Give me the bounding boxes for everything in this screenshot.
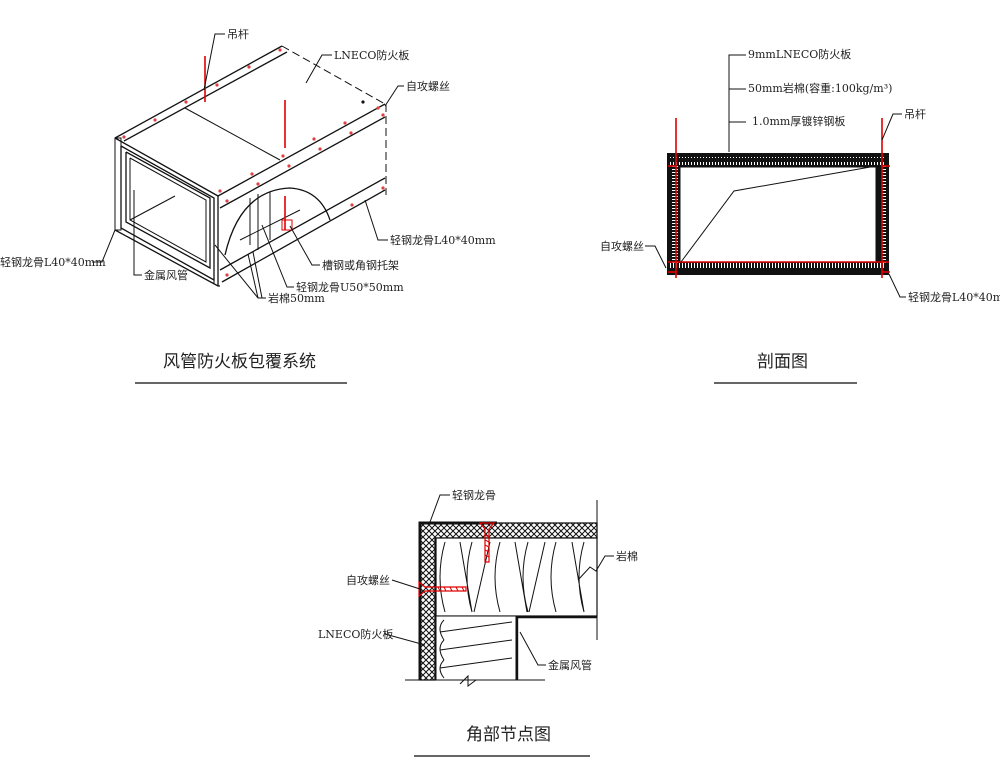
leader-keel-u	[261, 224, 294, 288]
bottom-keel-edge-1	[219, 177, 386, 271]
section-left-wool	[670, 165, 678, 263]
corner-drawing: 轻钢龙骨 自攻螺丝 岩棉 LNECO防火板 金属风管 角部节点图	[318, 488, 638, 757]
label-keel-right: 轻钢龙骨L40*40mm	[390, 233, 496, 247]
leader-rockwool-3	[252, 251, 263, 299]
label-corner-screw: 自攻螺丝	[346, 573, 390, 587]
label-keel-u: 轻钢龙骨U50*50mm	[296, 280, 404, 294]
title-section: 剖面图	[757, 352, 808, 372]
leader-bracket	[289, 225, 320, 266]
leader-hanger-rod	[203, 33, 225, 91]
leader-keel-right	[364, 199, 388, 241]
section-top-wool	[670, 157, 886, 165]
top-right-edge-2	[219, 116, 386, 209]
corner-lower-wool	[435, 615, 517, 681]
label-layer1: 9mmLNECO防火板	[748, 47, 851, 61]
screw-dots	[122, 48, 385, 277]
leader-section-keel	[888, 273, 906, 298]
leader-keel-left	[92, 229, 116, 263]
bracket-line	[239, 209, 301, 241]
top-far-edge-dashed	[281, 45, 386, 105]
label-rock-wool: 岩棉50mm	[268, 291, 325, 305]
label-corner-board: LNECO防火板	[318, 627, 393, 641]
label-section-hanger: 吊杆	[904, 107, 926, 121]
front-frame-left	[114, 137, 122, 231]
label-screw: 自攻螺丝	[406, 79, 450, 93]
rock-wool-waves	[439, 541, 585, 613]
top-panel-joint	[184, 107, 281, 161]
bottom-keel-edge-2	[221, 189, 386, 283]
corner-break-mark	[459, 674, 477, 687]
title-corner: 角部节点图	[466, 725, 551, 745]
duct-opening-inner	[129, 157, 207, 263]
duct-opening-outer	[125, 151, 211, 270]
section-bottom-wool	[670, 263, 886, 271]
label-section-keel: 轻钢龙骨L40*40mm	[908, 290, 1000, 304]
leader-corner-keel	[429, 494, 450, 523]
isometric-drawing: 吊杆 LNECO防火板 自攻螺丝 轻钢龙骨L40*40mm 轻钢龙骨L40*40…	[0, 27, 496, 384]
leader-fire-board	[305, 54, 332, 84]
label-section-screw: 自攻螺丝	[600, 239, 644, 253]
label-layer2: 50mm岩棉(容重:100kg/m³)	[748, 81, 892, 95]
section-diagonal	[680, 165, 877, 263]
top-right-edge	[217, 103, 386, 197]
leader-section-hanger	[881, 113, 902, 141]
corner-metal-duct	[515, 615, 597, 680]
section-duct-interior	[679, 166, 877, 263]
leader-screw	[384, 85, 404, 107]
label-metal-duct: 金属风管	[144, 268, 188, 282]
duct-floor-line	[129, 195, 176, 221]
label-corner-keel: 轻钢龙骨	[452, 488, 496, 502]
screw-icon-top	[478, 522, 496, 563]
title-isometric: 风管防火板包覆系统	[163, 352, 316, 372]
leader-corner-wool	[577, 555, 614, 581]
label-keel-left: 轻钢龙骨L40*40mm	[0, 255, 106, 269]
section-drawing: 9mmLNECO防火板 50mm岩棉(容重:100kg/m³) 1.0mm厚镀锌…	[600, 47, 1000, 384]
screw-icon-left	[418, 580, 467, 598]
label-corner-wool: 岩棉	[616, 549, 638, 563]
top-back-edge-front	[114, 45, 283, 139]
leader-corner-duct	[519, 631, 546, 666]
lower-wool-waves	[439, 619, 513, 679]
cutaway-arch	[224, 187, 331, 256]
bracket-red-box	[281, 219, 293, 231]
label-fire-board: LNECO防火板	[334, 48, 409, 62]
leader-corner-board	[384, 633, 426, 646]
leader-layer-stem	[728, 54, 746, 152]
corner-steel-keel	[418, 521, 497, 680]
front-frame-outer	[120, 145, 215, 282]
label-layer3: 1.0mm厚镀锌钢板	[752, 114, 845, 128]
leader-section-screw	[645, 245, 667, 269]
leader-metal-duct	[133, 190, 142, 276]
leader-rockwool-2	[247, 253, 259, 299]
label-bracket: 槽钢或角钢托架	[322, 258, 399, 272]
top-front-edge	[114, 137, 219, 197]
label-hanger-rod: 吊杆	[227, 27, 249, 41]
label-corner-duct: 金属风管	[548, 658, 592, 672]
leader-corner-screw	[391, 579, 421, 590]
